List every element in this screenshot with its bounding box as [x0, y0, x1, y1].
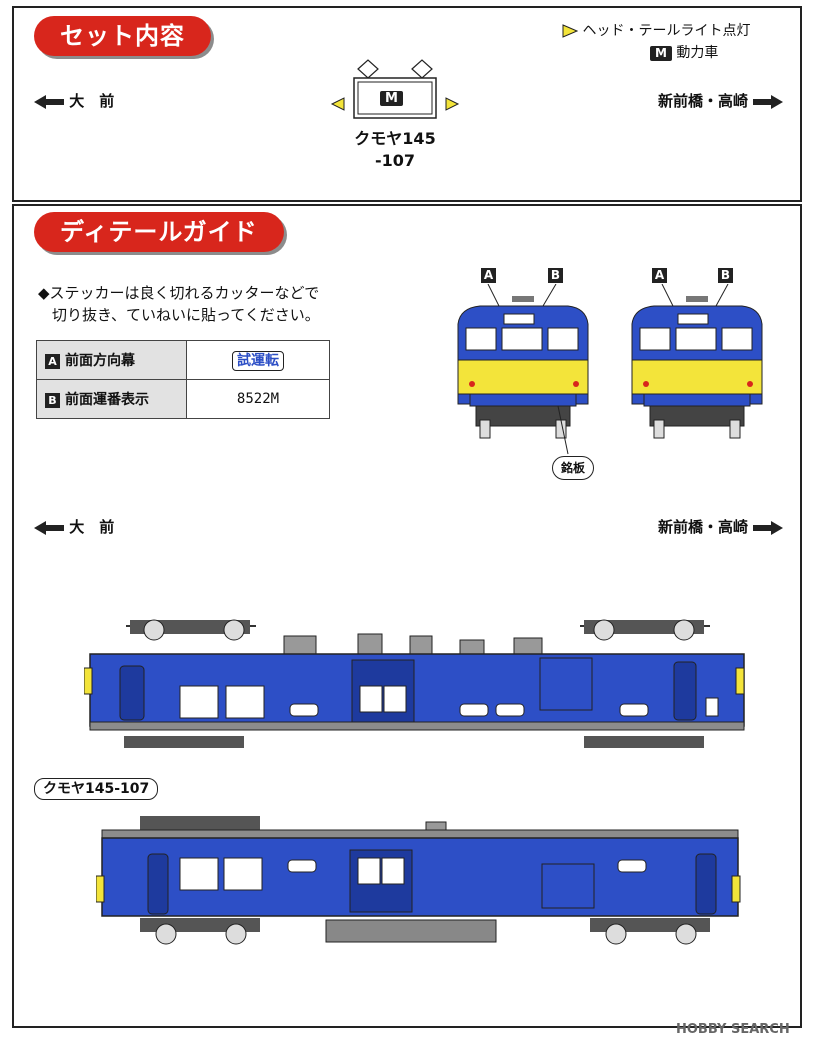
sticker-value-cell: 8522M: [186, 379, 330, 419]
direction-left-2: 大 前: [34, 516, 114, 537]
detail-guide-title: ディテールガイド: [34, 212, 284, 252]
motor-legend: M 動力車: [650, 42, 718, 62]
direction-right: 新前橋・高崎: [658, 90, 784, 111]
direction-right-label-2: 新前橋・高崎: [658, 518, 749, 536]
direction-left-label-2: 大 前: [69, 518, 115, 536]
sticker-table: A 前面方向幕 試運転 B 前面運番表示 8522M: [36, 340, 330, 419]
sticker-tag-b: B: [45, 393, 60, 408]
sticker-label-a: 前面方向幕: [65, 353, 135, 369]
front-view-2: [631, 284, 763, 439]
side-view-2: [96, 816, 741, 945]
sticker-label-cell: A 前面方向幕: [36, 340, 187, 380]
pantograph-rear: [580, 619, 710, 641]
sticker-value-cell: 試運転: [186, 340, 330, 380]
front2-tag-a: A: [652, 268, 667, 283]
sticker-label-cell: B 前面運番表示: [36, 379, 187, 419]
direction-left: 大 前: [34, 90, 114, 111]
meiban-label: 銘板: [552, 456, 595, 480]
car-diagram: M: [328, 56, 462, 126]
headlight-legend: ヘッド・テールライト点灯: [562, 20, 750, 40]
headlight-triangle-icon: [562, 24, 579, 38]
arrow-right-icon: [753, 520, 784, 535]
arrow-left-icon: [34, 94, 64, 109]
watermark: HOBBY SEARCH: [676, 1022, 790, 1037]
front1-tag-a: A: [481, 268, 496, 283]
sticker-row-a: A 前面方向幕 試運転: [36, 340, 330, 380]
arrow-left-icon: [34, 520, 64, 535]
headlight-legend-label: ヘッド・テールライト点灯: [582, 23, 751, 39]
car-name: クモヤ145 -107: [340, 128, 450, 172]
car-name-line1: クモヤ145: [354, 129, 436, 148]
car-label: クモヤ145-107: [34, 778, 159, 800]
direction-right-label: 新前橋・高崎: [658, 92, 749, 110]
sticker-value-a: 試運転: [232, 351, 284, 371]
sticker-label-b: 前面運番表示: [65, 392, 149, 408]
pantograph-front: [126, 619, 256, 641]
arrow-right-icon: [753, 94, 784, 109]
sticker-note-line1: ◆ステッカーは良く切れるカッターなどで: [38, 284, 320, 302]
motor-legend-label: 動力車: [676, 45, 719, 61]
car-name-line2: -107: [374, 151, 416, 170]
motor-badge: M: [650, 46, 672, 61]
sticker-row-b: B 前面運番表示 8522M: [36, 379, 330, 419]
sticker-note-line2: 切り抜き、ていねいに貼ってください。: [52, 306, 320, 324]
front-view-1: [457, 284, 589, 455]
front-view-drawings: [457, 284, 763, 455]
direction-left-label: 大 前: [69, 92, 115, 110]
sticker-tag-a: A: [45, 354, 60, 369]
front2-tag-b: B: [718, 268, 733, 283]
car-diagram-motor-badge: M: [380, 91, 403, 106]
sticker-value-b: 8522M: [236, 391, 280, 407]
sticker-note: ◆ステッカーは良く切れるカッターなどで 切り抜き、ていねいに貼ってください。: [38, 282, 320, 326]
front1-tag-b: B: [548, 268, 563, 283]
side-view-1: [84, 619, 745, 748]
set-contents-title: セット内容: [34, 16, 211, 56]
direction-right-2: 新前橋・高崎: [658, 516, 784, 537]
